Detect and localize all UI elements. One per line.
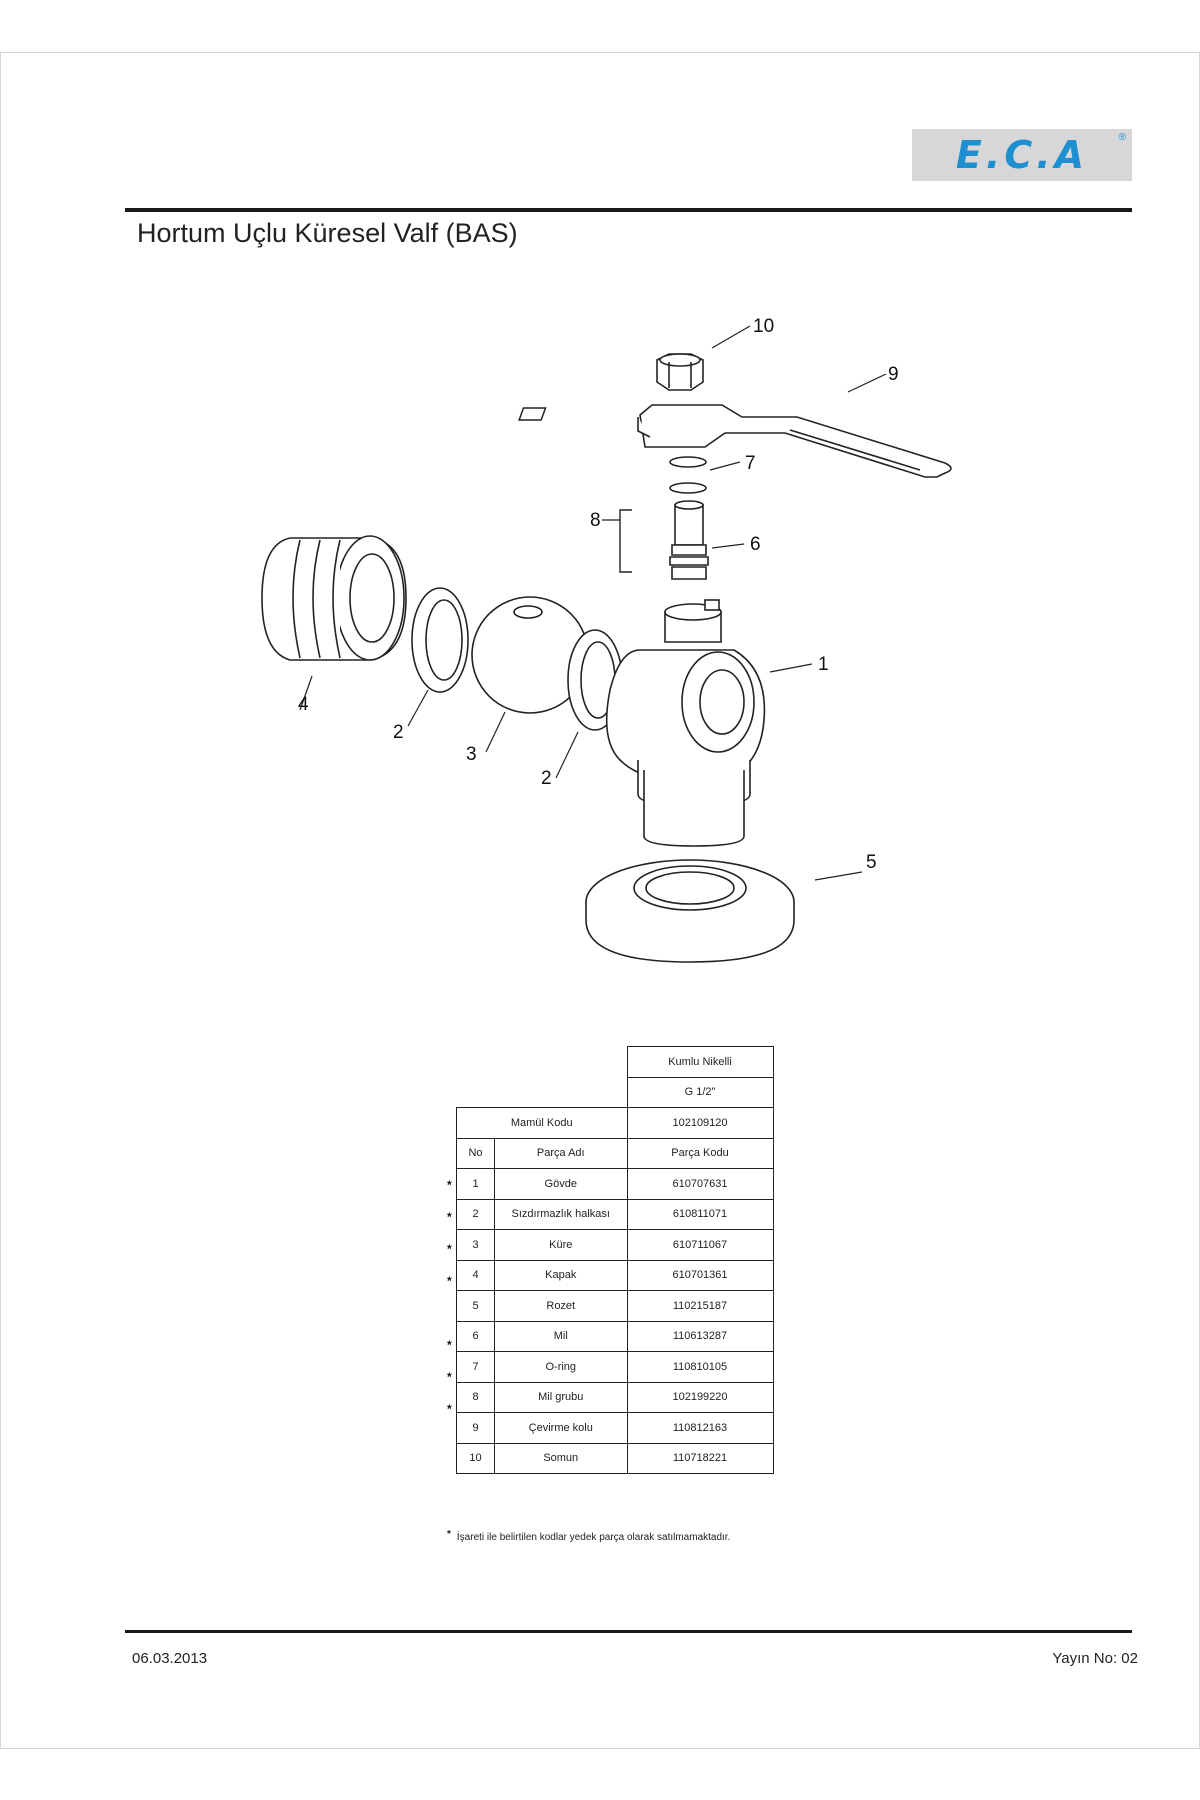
callout-7: 7	[745, 453, 756, 474]
col-part-code-header: Parça Kodu	[626, 1137, 774, 1169]
issue-number: Yayın No: 02	[1052, 1650, 1138, 1667]
handle-drawing	[518, 404, 952, 478]
part-no-cell: 1	[456, 1168, 495, 1200]
part-code-cell: 110613287	[626, 1320, 774, 1352]
footer-rule	[125, 1630, 1132, 1633]
part-code-cell: 610811071	[626, 1198, 774, 1230]
publish-date: 06.03.2013	[132, 1650, 208, 1667]
part-name-cell: Sızdırmazlık halkası	[494, 1198, 628, 1230]
callout-4: 4	[298, 694, 309, 715]
callout-6: 6	[750, 534, 761, 555]
part-no-cell: 10	[456, 1442, 495, 1474]
callout-9: 9	[888, 364, 899, 385]
callout-5: 5	[866, 852, 877, 873]
product-code-value: 102109120	[626, 1107, 774, 1139]
product-code-label: Mamül Kodu	[456, 1107, 628, 1139]
parts-table: Kumlu Nikelli G 1/2" Mamül Kodu 10210912…	[456, 1046, 774, 1474]
spare-mark: *	[447, 1242, 452, 1256]
callout-8: 8	[590, 510, 601, 531]
cap-drawing	[261, 535, 407, 661]
part-code-cell: 110810105	[626, 1351, 774, 1383]
seal-ring-left-drawing	[411, 587, 469, 693]
part-no-cell: 9	[456, 1412, 495, 1444]
finish-cell: Kumlu Nikelli	[626, 1046, 774, 1078]
part-name-cell: Rozet	[494, 1290, 628, 1322]
callout-1: 1	[818, 654, 829, 675]
callout-2-left: 2	[393, 722, 404, 743]
size-cell: G 1/2"	[626, 1076, 774, 1108]
part-name-cell: Gövde	[494, 1168, 628, 1200]
footnote: * İşareti ile belirtilen kodlar yedek par…	[447, 1529, 731, 1543]
page-title: Hortum Uçlu Küresel Valf (BAS)	[137, 218, 518, 248]
nut-drawing	[656, 353, 704, 391]
spare-mark: *	[447, 1402, 452, 1416]
part-code-cell: 102199220	[626, 1381, 774, 1413]
spare-mark: *	[447, 1178, 452, 1192]
table-header-size-row: G 1/2"	[457, 1076, 774, 1108]
part-name-cell: Mil grubu	[494, 1381, 628, 1413]
brand-logo: E.C.A ®	[912, 129, 1132, 181]
table-header-finish-row: Kumlu Nikelli	[457, 1046, 774, 1078]
part-no-cell: 6	[456, 1320, 495, 1352]
rosette-drawing	[585, 859, 795, 963]
product-code-row: Mamül Kodu 102109120	[456, 1107, 774, 1139]
part-code-cell: 110718221	[626, 1442, 774, 1474]
callout-10: 10	[753, 316, 774, 337]
oring-lower-drawing	[669, 482, 707, 494]
spare-mark: *	[447, 1338, 452, 1352]
part-name-cell: Somun	[494, 1442, 628, 1474]
part-no-cell: 4	[456, 1259, 495, 1291]
column-header-row: No Parça Adı Parça Kodu	[456, 1137, 774, 1169]
spare-mark: *	[447, 1210, 452, 1224]
part-name-cell: Küre	[494, 1229, 628, 1261]
part-no-cell: 8	[456, 1381, 495, 1413]
part-code-cell: 610711067	[626, 1229, 774, 1261]
part-name-cell: O-ring	[494, 1351, 628, 1383]
valve-body-drawing	[605, 599, 766, 847]
part-code-cell: 610701361	[626, 1259, 774, 1291]
part-name-cell: Mil	[494, 1320, 628, 1352]
part-name-cell: Kapak	[494, 1259, 628, 1291]
footnote-mark: *	[447, 1529, 451, 1540]
part-code-cell: 110215187	[626, 1290, 774, 1322]
exploded-view-diagram: 10 9 7 8 6 1 4 2 3 2 5	[261, 316, 952, 963]
col-part-name-header: Parça Adı	[494, 1137, 628, 1169]
oring-upper-drawing	[669, 456, 707, 468]
part-code-cell: 610707631	[626, 1168, 774, 1200]
part-code-cell: 110812163	[626, 1412, 774, 1444]
header-rule	[125, 208, 1132, 212]
part-no-cell: 2	[456, 1198, 495, 1230]
spare-mark: *	[447, 1274, 452, 1288]
part-no-cell: 3	[456, 1229, 495, 1261]
logo-text: E.C.A	[955, 133, 1089, 177]
spare-mark: *	[447, 1370, 452, 1384]
callout-2-right: 2	[541, 768, 552, 789]
col-no-header: No	[456, 1137, 495, 1169]
footnote-text: İşareti ile belirtilen kodlar yedek parç…	[456, 1532, 731, 1543]
part-name-cell: Çevirme kolu	[494, 1412, 628, 1444]
registered-mark: ®	[1118, 132, 1126, 143]
stem-drawing	[669, 500, 709, 580]
callout-3: 3	[466, 744, 477, 765]
part-no-cell: 5	[456, 1290, 495, 1322]
part-no-cell: 7	[456, 1351, 495, 1383]
